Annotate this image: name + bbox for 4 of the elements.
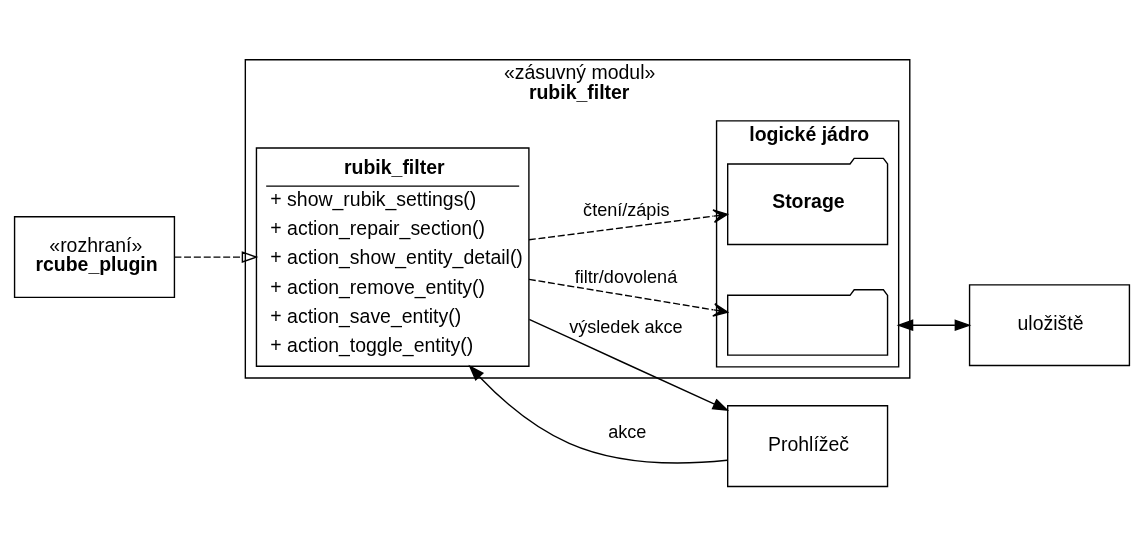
edge-label: čtení/zápis (583, 199, 670, 220)
edge-label: výsledek akce (569, 316, 683, 337)
edge-label: filtr/dovolená (574, 266, 678, 287)
edge-label: akce (608, 422, 647, 443)
